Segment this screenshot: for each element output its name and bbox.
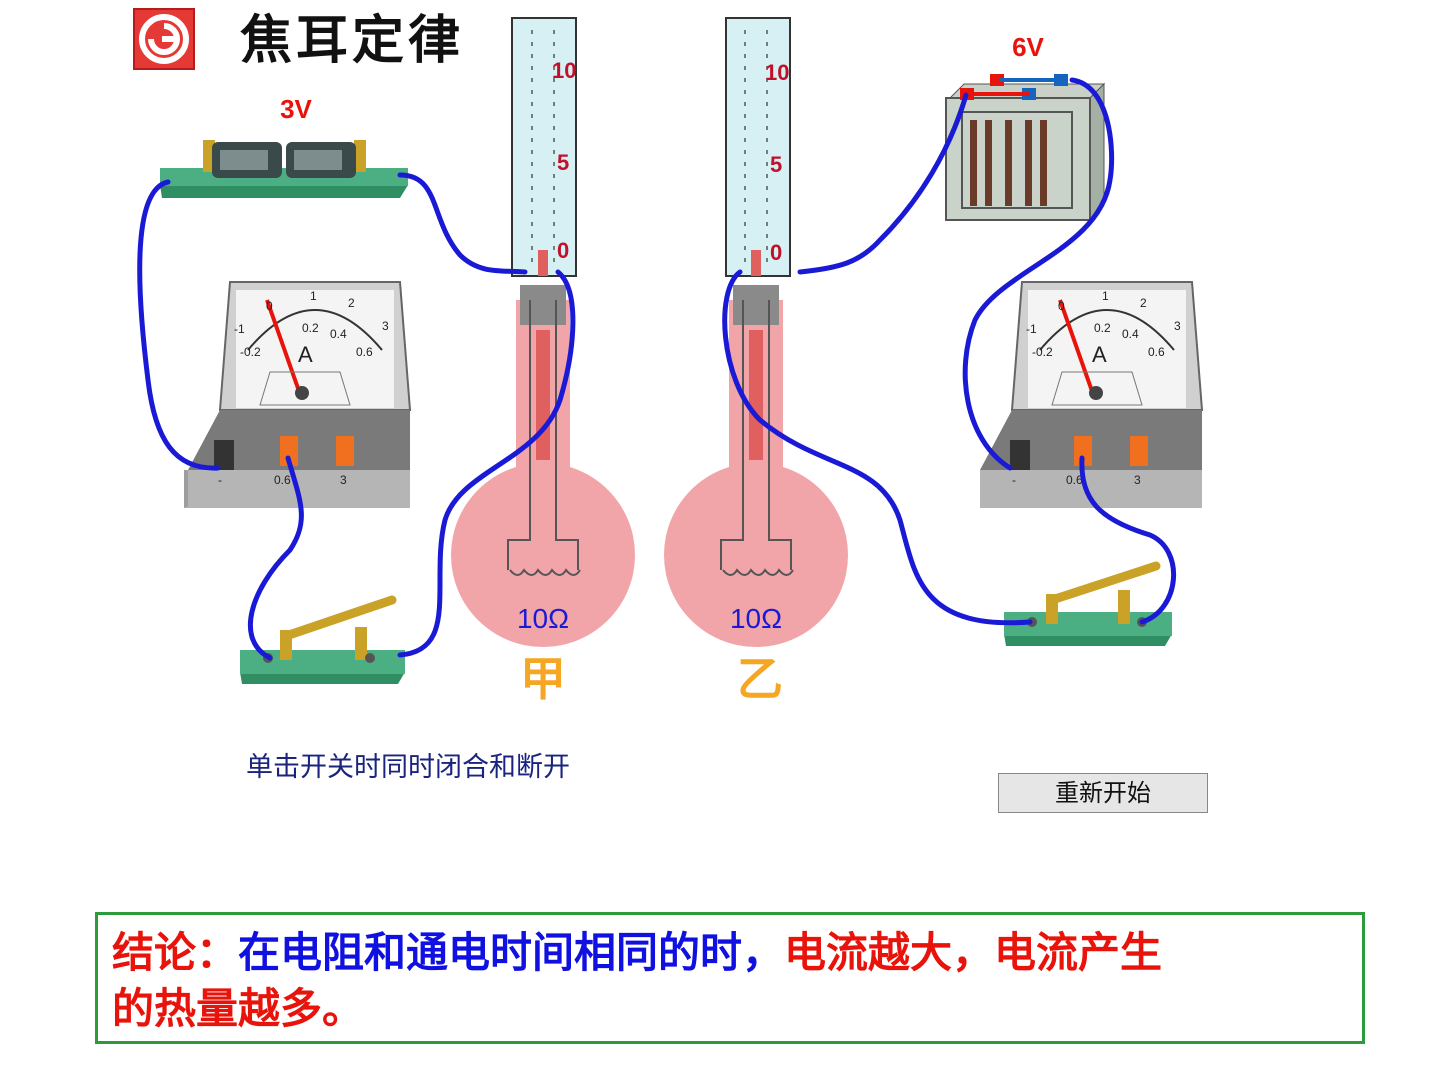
flask-label-left: 甲 xyxy=(520,653,566,705)
ammeter-left-inner-02: 0.2 xyxy=(302,321,319,335)
ammeter-right-inner-06: 0.6 xyxy=(1148,345,1165,359)
battery-voltage-right: 6V xyxy=(1012,32,1044,62)
thermometer-right: 10 5 0 xyxy=(725,17,791,277)
ammeter-left-terminal-06: 0.6 xyxy=(274,473,291,487)
ammeter-right-unit: A xyxy=(1092,342,1107,367)
flask-label-right: 乙 xyxy=(737,653,783,705)
ammeter-right: 0 1 2 3 -1 0.2 0.4 0.6 -0.2 A - 0.6 3 xyxy=(980,281,1204,508)
ammeter-right-tick-3: 3 xyxy=(1174,319,1181,333)
ammeter-left-inner-04: 0.4 xyxy=(330,327,347,341)
wire-right-flask-switch xyxy=(722,269,1033,626)
battery-voltage-left: 3V xyxy=(280,94,312,124)
flask-left: 10Ω xyxy=(451,285,635,647)
ammeter-left-unit: A xyxy=(298,342,313,367)
wire-right-battery-flask xyxy=(797,92,969,275)
restart-button[interactable]: 重新开始 xyxy=(998,773,1208,813)
ammeter-left-tick-3: 3 xyxy=(382,319,389,333)
circuit-wires xyxy=(137,77,1176,661)
ammeter-left-inner-neg: -0.2 xyxy=(240,345,261,359)
ammeter-left-tick-2: 2 xyxy=(348,296,355,310)
flask-right: 10Ω xyxy=(664,285,848,647)
resistance-left: 10Ω xyxy=(517,603,569,634)
switch-left[interactable] xyxy=(240,595,405,684)
wire-left-battery-ammeter xyxy=(137,179,221,471)
ammeter-right-terminal-06: 0.6 xyxy=(1066,473,1083,487)
wire-left-ammeter-switch xyxy=(247,455,304,661)
ammeter-left-tick-neg: -1 xyxy=(234,322,245,336)
resistance-right: 10Ω xyxy=(730,603,782,634)
ammeter-left-terminal-3: 3 xyxy=(340,473,347,487)
battery-right xyxy=(945,74,1106,222)
ammeter-left: 0 1 2 3 -1 0.2 0.4 0.6 -0.2 A - 0.6 3 xyxy=(184,281,412,508)
ammeter-right-inner-04: 0.4 xyxy=(1122,327,1139,341)
logo xyxy=(133,8,195,70)
conclusion-box: 结论：在电阻和通电时间相同的时，电流越大，电流产生 的热量越多。 xyxy=(95,912,1365,1044)
battery-holder-left xyxy=(160,140,408,198)
thermometer-left-5: 5 xyxy=(557,150,569,175)
thermometer-right-10: 10 xyxy=(765,60,789,85)
conclusion-result-1: 电流越大，电流产生 xyxy=(784,928,1163,977)
ammeter-right-tick-2: 2 xyxy=(1140,296,1147,310)
ammeter-right-terminal-3: 3 xyxy=(1134,473,1141,487)
wire-left-flask-switch xyxy=(397,269,576,658)
ammeter-left-terminal-neg: - xyxy=(218,473,222,487)
thermometer-right-0: 0 xyxy=(770,240,782,265)
thermometer-right-5: 5 xyxy=(770,152,782,177)
red-square-logo-icon xyxy=(139,14,189,64)
ammeter-right-tick-1: 1 xyxy=(1102,289,1109,303)
instruction-text: 单击开关时同时闭合和断开 xyxy=(246,752,570,783)
ammeter-right-terminal-neg: - xyxy=(1012,473,1016,487)
ammeter-right-tick-neg: -1 xyxy=(1026,322,1037,336)
wire-left-battery-flask xyxy=(397,172,528,275)
ammeter-right-tick-0: 0 xyxy=(1058,299,1065,313)
ammeter-right-inner-02: 0.2 xyxy=(1094,321,1111,335)
thermometer-left-0: 0 xyxy=(557,238,569,263)
ammeter-left-tick-0: 0 xyxy=(266,299,273,313)
thermometer-left-10: 10 xyxy=(552,58,576,83)
page-title: 焦耳定律 xyxy=(240,11,465,71)
conclusion-result-2: 的热量越多。 xyxy=(112,984,365,1033)
ammeter-left-tick-1: 1 xyxy=(310,289,317,303)
wire-right-battery-ammeter xyxy=(962,77,1115,471)
ammeter-left-inner-06: 0.6 xyxy=(356,345,373,359)
ammeter-right-inner-neg: -0.2 xyxy=(1032,345,1053,359)
thermometer-left: 10 5 0 xyxy=(511,17,577,277)
experiment-scene: 3V 0 1 2 3 -1 0.2 0.4 0.6 -0.2 A - 0.6 xyxy=(137,17,1204,705)
conclusion-condition: 在电阻和通电时间相同的时， xyxy=(238,928,785,977)
conclusion-prefix: 结论： xyxy=(112,928,239,977)
switch-right[interactable] xyxy=(1004,561,1172,646)
wire-right-ammeter-switch xyxy=(1079,455,1176,625)
